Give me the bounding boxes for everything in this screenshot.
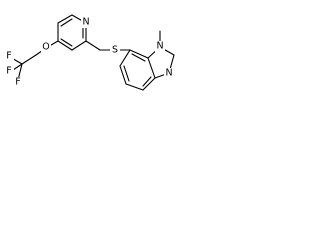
bond-py-ch2 — [85, 40, 101, 51]
bond-bz-d3 — [131, 53, 146, 62]
atom-label-o1: O — [42, 42, 49, 53]
atom-f3: F — [13, 77, 23, 88]
bond-bz-2 — [119, 65, 127, 85]
bond-bz-6 — [129, 49, 149, 59]
atom-label-n3: N — [165, 68, 172, 79]
bond-bz-d2 — [142, 76, 152, 87]
atom-o1: O — [41, 42, 51, 53]
atom-f1: F — [4, 51, 14, 62]
bond-cf3-ch2 — [21, 54, 37, 65]
atom-label-f3: F — [15, 77, 20, 88]
bond-bz-1 — [119, 49, 131, 67]
bond-bz-3 — [125, 83, 144, 91]
bond-py-d1 — [60, 18, 73, 27]
atom-label-n2: N — [156, 41, 163, 52]
bond-bz-5 — [147, 57, 156, 79]
atom-label-f1: F — [6, 51, 11, 62]
bond-py-d3 — [60, 38, 73, 47]
atom-f2: F — [4, 66, 14, 77]
bond-py-6 — [57, 40, 73, 51]
atom-s1: S — [110, 44, 120, 56]
atom-label-n1: N — [82, 17, 89, 28]
atom-label-f2: F — [6, 66, 11, 77]
bond-py-2 — [57, 14, 73, 24]
molecule-structure: F F F O N S N N — [4, 14, 175, 91]
atom-n1: N — [81, 17, 91, 28]
atom-n3: N — [164, 68, 174, 79]
bond-bz-4 — [142, 77, 156, 91]
bonds — [9, 14, 175, 91]
bond-py-5 — [71, 40, 87, 51]
bond-bz-d1 — [123, 65, 130, 82]
atom-label-s1: S — [112, 45, 118, 56]
atom-labels: F F F O N S N N — [4, 17, 174, 88]
atom-n2: N — [155, 41, 165, 52]
